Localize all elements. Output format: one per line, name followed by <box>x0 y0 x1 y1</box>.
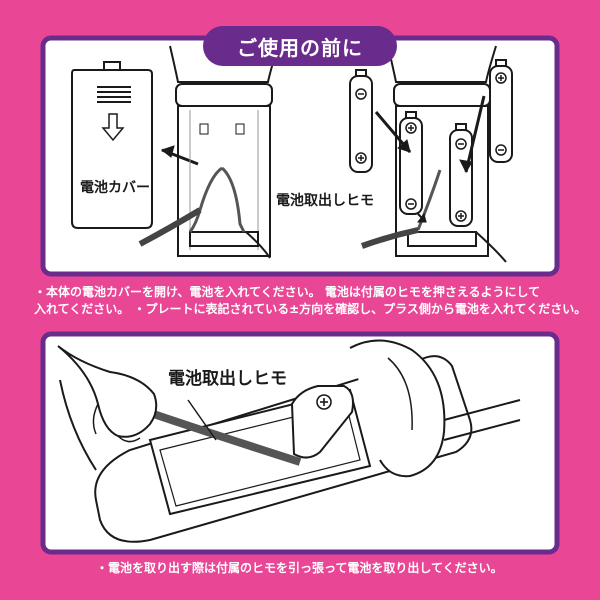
down-arrow-icon <box>101 113 125 142</box>
page-title: ご使用の前に <box>203 26 397 66</box>
top-illustration <box>71 45 513 263</box>
strap-label-top: 電池取出しヒモ <box>276 193 374 209</box>
cover-tab <box>103 61 121 71</box>
battery-left-free <box>349 69 373 173</box>
top-panel-frame <box>40 35 560 277</box>
strap-label-bottom: 電池取出しヒモ <box>168 369 287 389</box>
battery-center <box>399 111 423 215</box>
caption-top-line1: ・本体の電池カバーを開け、電池を入れてください。 電池は付属のヒモを押さえるよう… <box>34 285 541 299</box>
battery-cover-label: 電池カバー <box>80 180 150 196</box>
battery-cover-shape <box>71 69 153 229</box>
caption-bottom: ・電池を取り出す際は付属のヒモを引っ張って電池を取り出してください。 <box>96 561 503 575</box>
bottom-illustration <box>57 339 521 543</box>
battery-far-right <box>489 59 513 163</box>
battery-right <box>449 123 473 227</box>
caption-top-line2: 入れてください。 ・プレートに表記されている±方向を確認し、プラス側から電池を入… <box>34 302 587 316</box>
device2-top <box>387 45 497 83</box>
